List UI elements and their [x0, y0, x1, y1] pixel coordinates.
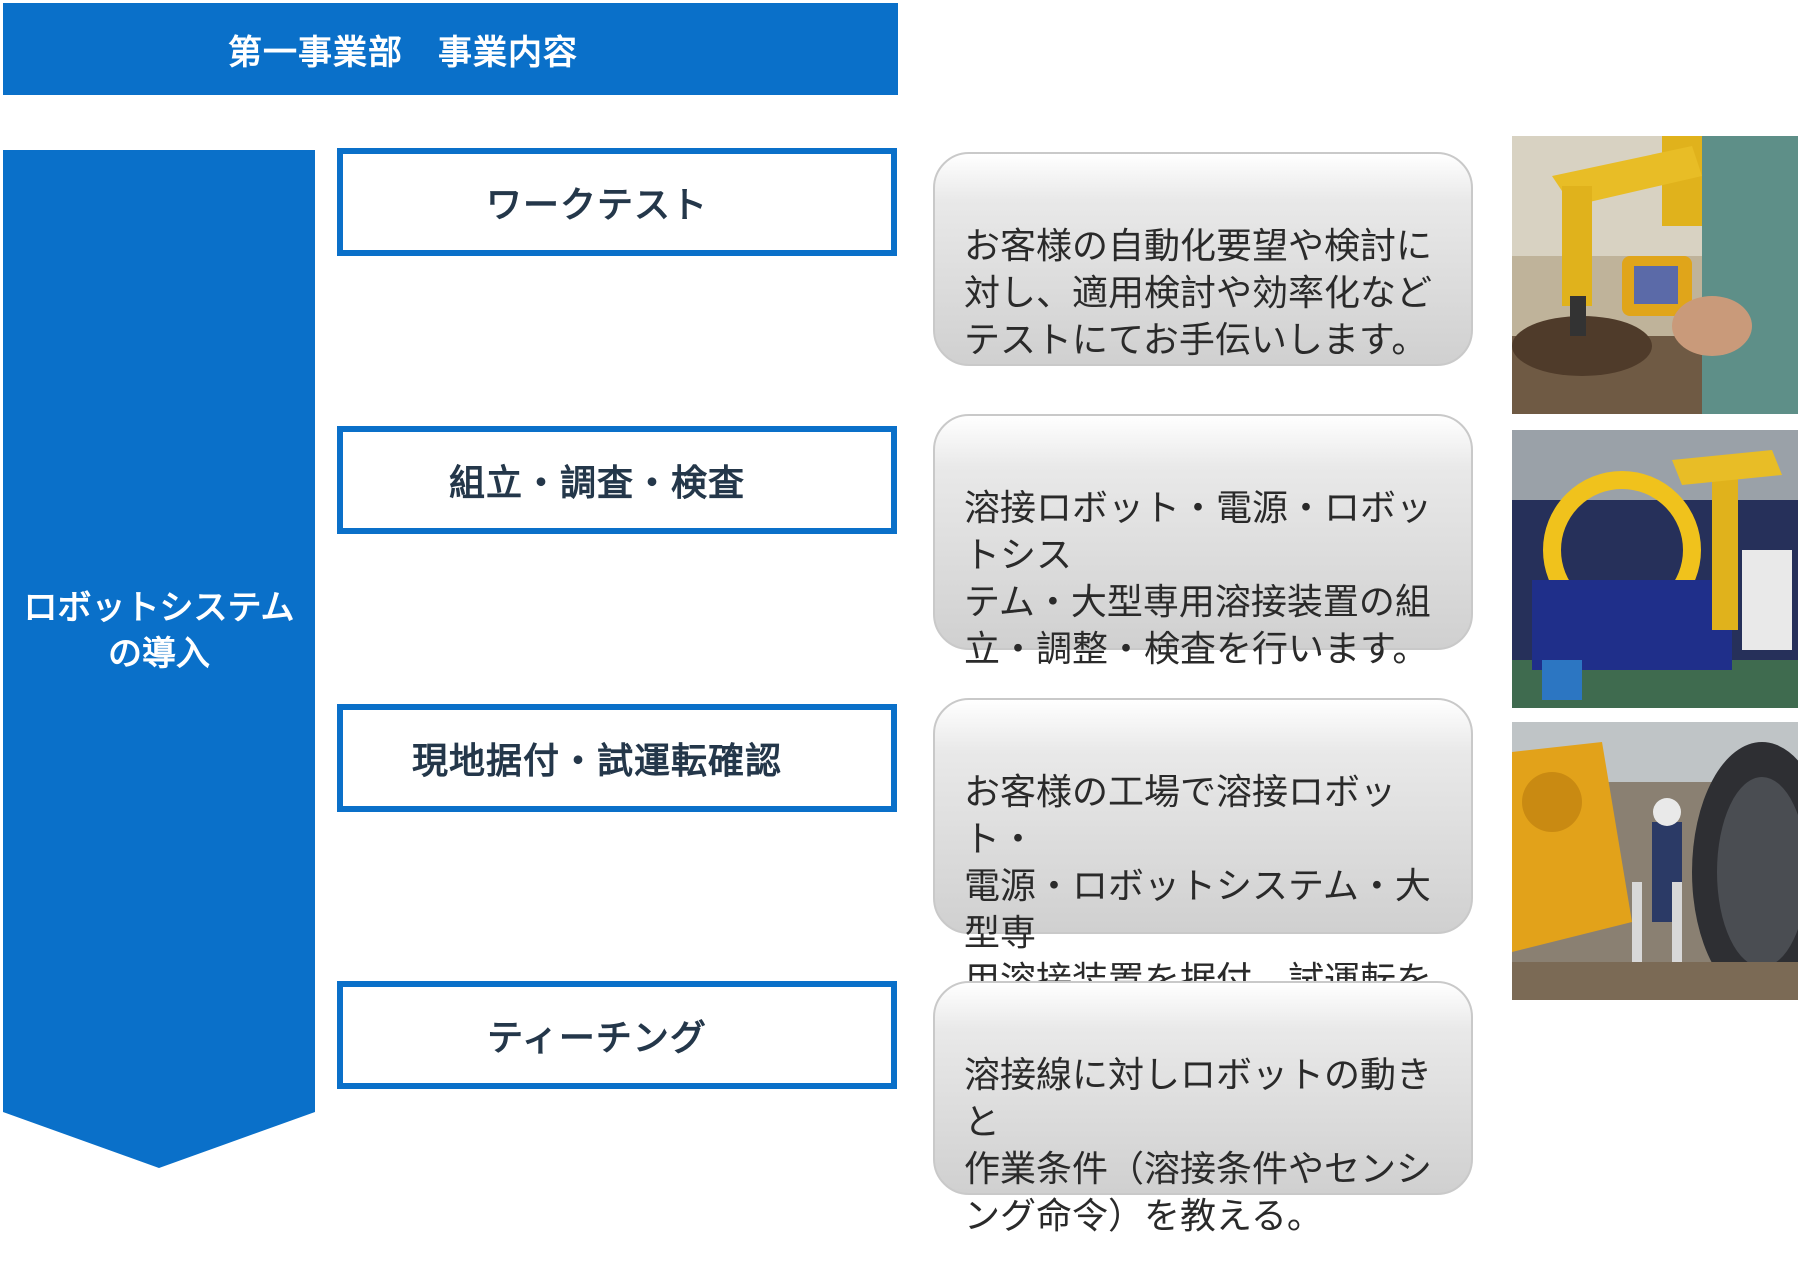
- step-assembly-inspection: 組立・調査・検査: [337, 426, 897, 534]
- page-title-bar: 第一事業部 事業内容: [3, 3, 898, 95]
- step-label: ワークテスト: [485, 185, 708, 226]
- robot-arm-teach-pendant-photo: [1512, 136, 1798, 414]
- description-text: 溶接ロボット・電源・ロボットシス テム・大型専用溶接装置の組 立・調整・検査を行…: [964, 488, 1433, 670]
- description-teaching: 溶接線に対しロボットの動きと 作業条件（溶接条件やセンシ ング命令）を教える。: [933, 981, 1473, 1237]
- step-label: ティーチング: [487, 1018, 707, 1059]
- description-onsite-installation: お客様の工場で溶接ロボット・ 電源・ロボットシステム・大型専 用溶接装置を据付、…: [933, 698, 1473, 1048]
- page-title: 第一事業部 事業内容: [228, 32, 578, 73]
- step-label: 現地据付・試運転確認: [411, 741, 782, 782]
- intro-label: ロボットシステム の導入: [23, 588, 295, 674]
- description-text: お客様の自動化要望や検討に 対し、適用検討や効率化など テストにてお手伝いします…: [964, 226, 1433, 361]
- description-assembly-inspection: 溶接ロボット・電源・ロボットシス テム・大型専用溶接装置の組 立・調整・検査を行…: [933, 414, 1473, 670]
- step-label: 組立・調査・検査: [448, 463, 745, 504]
- description-text: 溶接線に対しロボットの動きと 作業条件（溶接条件やセンシ ング命令）を教える。: [964, 1055, 1433, 1237]
- down-arrow-icon: [3, 150, 315, 1168]
- onsite-installation-photo: [1512, 722, 1798, 1000]
- step-work-test: ワークテスト: [337, 148, 897, 256]
- step-teaching: ティーチング: [337, 981, 897, 1089]
- robot-system-intro-arrow: ロボットシステム の導入: [3, 150, 315, 1170]
- description-work-test: お客様の自動化要望や検討に 対し、適用検討や効率化など テストにてお手伝いします…: [933, 152, 1473, 366]
- welding-system-assembly-photo: [1512, 430, 1798, 708]
- step-onsite-installation: 現地据付・試運転確認: [337, 704, 897, 812]
